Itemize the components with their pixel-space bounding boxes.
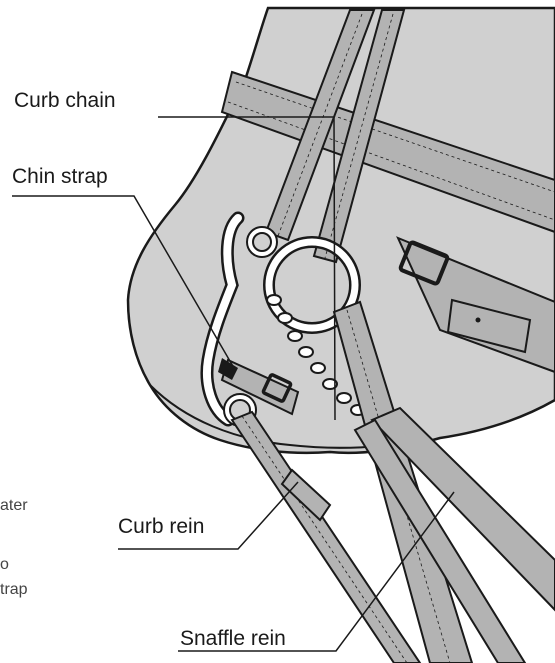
chin-strap-label: Chin strap bbox=[12, 166, 108, 187]
curb-rein-label: Curb rein bbox=[118, 516, 204, 537]
curb-chain-label: Curb chain bbox=[14, 90, 116, 111]
cropped-text-3: trap bbox=[0, 582, 28, 598]
cropped-text-2: o bbox=[0, 557, 9, 573]
cropped-text-1: ater bbox=[0, 498, 28, 514]
snaffle-rein-label: Snaffle rein bbox=[180, 628, 286, 649]
